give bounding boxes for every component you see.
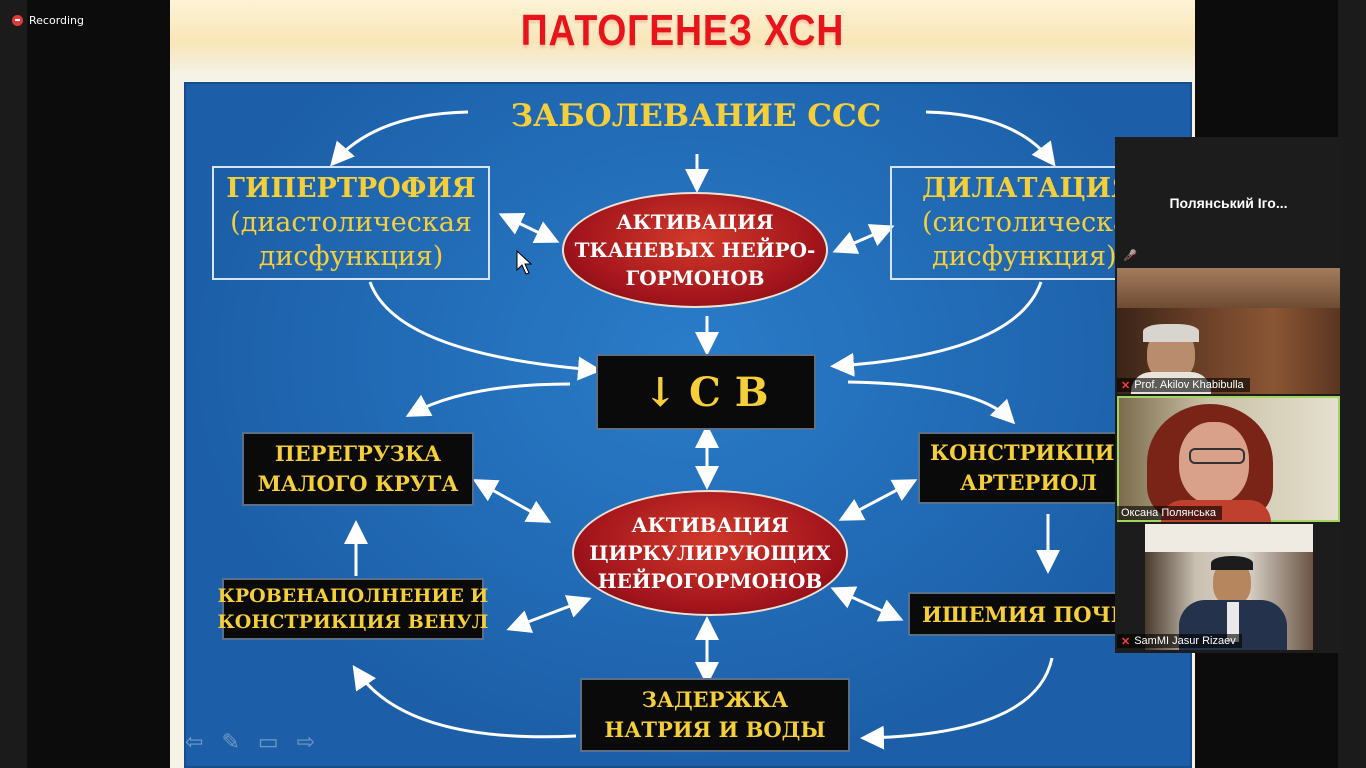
participant-tile[interactable]: ✕ SamMI Jasur Rizaev bbox=[1117, 524, 1340, 650]
box-dilatation: ДИЛАТАЦИЯ (систолическая дисфункция) bbox=[890, 166, 1120, 280]
recording-label: Recording bbox=[29, 13, 85, 27]
muted-mic-icon: 🎤̸ bbox=[1123, 249, 1137, 262]
muted-mic-icon: ✕ bbox=[1121, 635, 1131, 648]
left-gutter bbox=[0, 0, 27, 768]
participant-name-tag: Оксана Полянська bbox=[1117, 506, 1222, 520]
box-pulmonary-overload: ПЕРЕГРУЗКА МАЛОГО КРУГА bbox=[242, 432, 474, 506]
arrow-right-ellipse bbox=[832, 224, 895, 254]
down-arrow-icon: ↓ bbox=[643, 368, 677, 416]
arrow-top-left bbox=[330, 110, 469, 167]
arrow-constr-ellipse2 bbox=[838, 479, 918, 521]
arrow-cb-constr bbox=[847, 380, 1016, 425]
participant-video bbox=[1145, 524, 1313, 650]
slides-menu-icon[interactable]: ▭ bbox=[257, 730, 279, 755]
arrow-ellipse2-filling bbox=[506, 595, 592, 633]
record-icon bbox=[12, 14, 23, 26]
label-cvd: ЗАБОЛЕВАНИЕ ССС bbox=[510, 98, 882, 134]
pen-icon[interactable]: ✎ bbox=[221, 730, 240, 755]
ellipse-tissue-neurohormones: АКТИВАЦИЯ ТКАНЕВЫХ НЕЙРО- ГОРМОНОВ bbox=[562, 192, 828, 308]
box-sodium-water-retention: ЗАДЕРЖКА НАТРИЯ И ВОДЫ bbox=[580, 678, 850, 752]
arrow-hyper-cb bbox=[368, 281, 602, 381]
arrow-ischemia-retention bbox=[860, 657, 1054, 750]
ellipse-circulating-neurohormones: АКТИВАЦИЯ ЦИРКУЛИРУЮЩИХ НЕЙРОГОРМОНОВ bbox=[572, 490, 848, 616]
presentation-slide: ПАТОГЕНЕЗ ХСН bbox=[170, 0, 1195, 768]
arrow-retention-filling bbox=[352, 665, 577, 739]
participant-tile-active[interactable]: Оксана Полянська bbox=[1117, 396, 1340, 522]
box-arteriole-constriction: КОНСТРИКЦИЯ АРТЕРИОЛ bbox=[918, 432, 1118, 504]
recording-indicator[interactable]: Recording bbox=[12, 12, 84, 28]
slide-nav: ⇦ ✎ ▭ ⇨ bbox=[185, 730, 315, 755]
participant-name-large: Полянський Іго... bbox=[1169, 195, 1288, 211]
diagram-panel: ЗАБОЛЕВАНИЕ ССС ГИПЕРТРОФИЯ (диастоличес… bbox=[184, 82, 1192, 768]
muted-mic-icon: ✕ bbox=[1121, 379, 1131, 392]
participant-name-tag: ✕ Prof. Akilov Khabibulla bbox=[1117, 378, 1250, 392]
arrow-left-ellipse bbox=[498, 212, 560, 244]
participant-name-tag: ✕ SamMI Jasur Rizaev bbox=[1117, 634, 1242, 648]
next-slide-icon[interactable]: ⇨ bbox=[296, 730, 316, 755]
arrow-overload-ellipse2 bbox=[472, 479, 552, 523]
box-cardiac-output: ↓ С В bbox=[596, 354, 816, 430]
mouse-cursor-icon bbox=[516, 250, 532, 275]
slide-title: ПАТОГЕНЕЗ ХСН bbox=[520, 6, 845, 55]
participants-panel: Полянський Іго... 🎤̸ ✕ Prof. Akilov Khab… bbox=[1115, 137, 1342, 653]
arrow-ellipse2-ischemia bbox=[830, 586, 904, 622]
arrow-overload-cb bbox=[405, 382, 571, 417]
participant-tile[interactable]: Полянський Іго... 🎤̸ bbox=[1117, 139, 1340, 265]
prev-slide-icon[interactable]: ⇦ bbox=[185, 730, 204, 755]
arrow-top-right bbox=[925, 110, 1056, 167]
box-venule-constriction: КРОВЕНАПОЛНЕНИЕ И КОНСТРИКЦИЯ ВЕНУЛ bbox=[218, 578, 488, 640]
arrow-dilat-cb bbox=[830, 281, 1043, 377]
participant-tile[interactable]: ✕ Prof. Akilov Khabibulla bbox=[1117, 268, 1340, 394]
box-renal-ischemia: ИШЕМИЯ ПОЧЕК bbox=[908, 592, 1118, 636]
slide-title-band bbox=[170, 0, 1195, 70]
diagram-arrows bbox=[330, 110, 1060, 750]
right-gutter bbox=[1338, 0, 1366, 768]
box-hypertrophy: ГИПЕРТРОФИЯ (диастолическая дисфункция) bbox=[212, 166, 490, 280]
